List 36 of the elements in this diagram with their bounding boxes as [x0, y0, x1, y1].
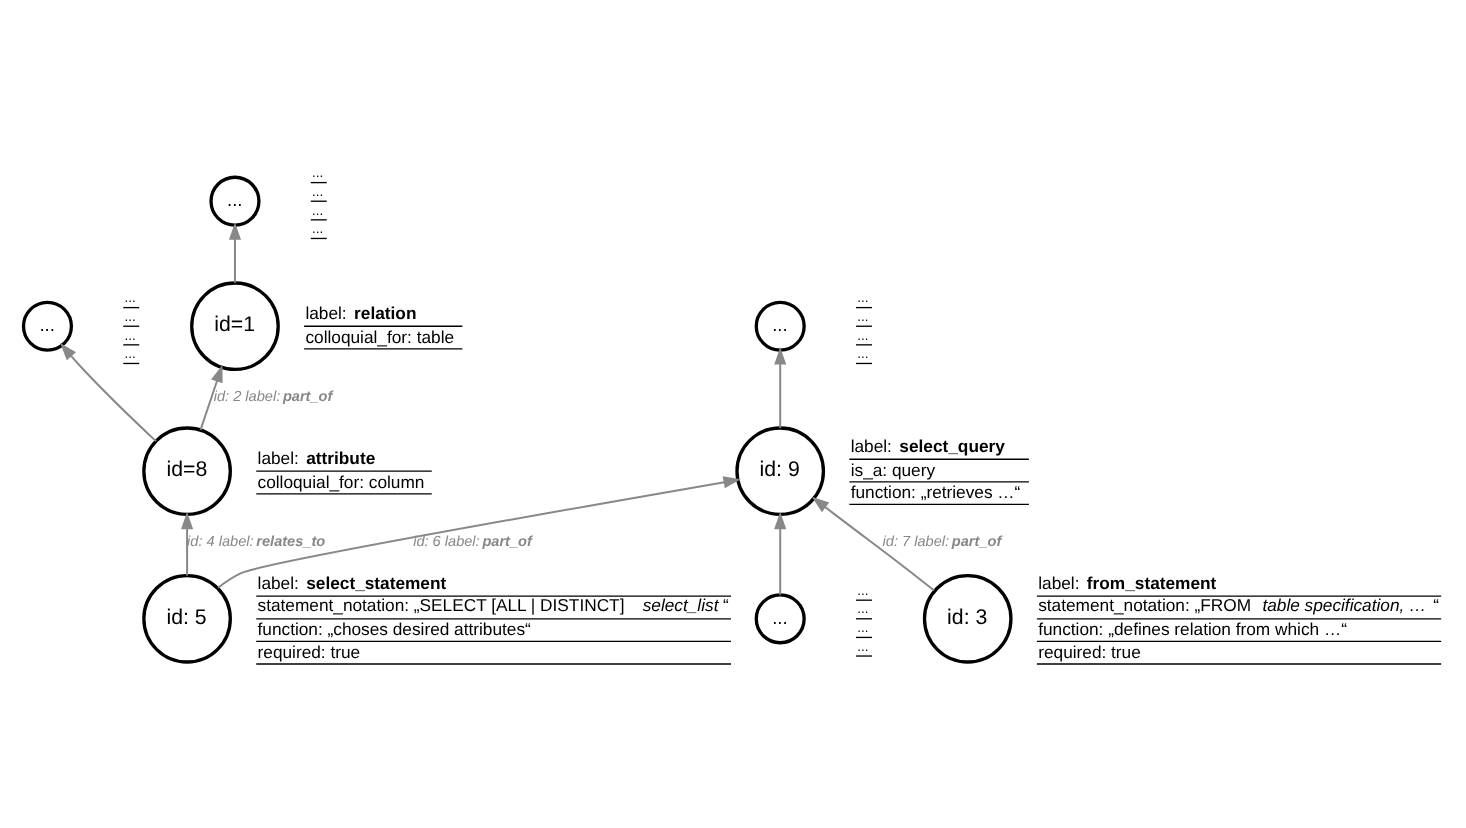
- arrow: [228, 222, 242, 284]
- node-circle: id: 5: [142, 573, 232, 664]
- node-label: required: true: [1038, 641, 1141, 662]
- node-circle: ...: [754, 593, 806, 645]
- arrow: [811, 496, 936, 592]
- node-label: is_a: query: [850, 459, 936, 480]
- node-label: colloquial_for: column: [257, 471, 425, 492]
- edge-label: id: 2 label: part_of: [213, 387, 333, 406]
- arrow: [199, 364, 223, 431]
- arrow: [181, 511, 194, 577]
- node-label: function: „choses desired attributes“: [257, 619, 531, 640]
- node-label: function: „defines relation from which …“: [1038, 619, 1347, 640]
- node-label: statement_notation: „FROM table specification, …“: [1038, 595, 1439, 616]
- node-circle: id=8: [142, 426, 232, 517]
- edge-label: id: 4 label: relates_to: [187, 532, 326, 551]
- arrow: [774, 511, 787, 596]
- arrow: [60, 343, 157, 443]
- node-label: label: attribute: [257, 447, 376, 468]
- edge-label: id: 6 label: part_of: [413, 532, 532, 551]
- node-label: label: from_statement: [1038, 572, 1217, 593]
- node-circle: ...: [754, 300, 806, 352]
- arrow: [217, 476, 741, 589]
- node-label: function: „retrieves …“: [850, 482, 1021, 503]
- node-circle: ...: [21, 300, 74, 352]
- node-circle: id: 9: [735, 426, 826, 517]
- node-label: statement_notation: „SELECT [ALL | DISTINCT] select_list“: [257, 595, 729, 616]
- node-label: label: relation: [305, 302, 417, 323]
- arrow: [774, 347, 787, 429]
- node-label: label: select_statement: [257, 572, 447, 593]
- edge-label: id: 7 label: part_of: [882, 532, 1002, 551]
- node-circle: id: 3: [922, 573, 1013, 664]
- node-label: colloquial_for: table: [305, 326, 455, 347]
- node-circle: id=1: [190, 281, 280, 372]
- node-label: label: select_query: [850, 435, 1005, 456]
- node-label: required: true: [257, 641, 361, 662]
- node-circle: ...: [209, 175, 261, 227]
